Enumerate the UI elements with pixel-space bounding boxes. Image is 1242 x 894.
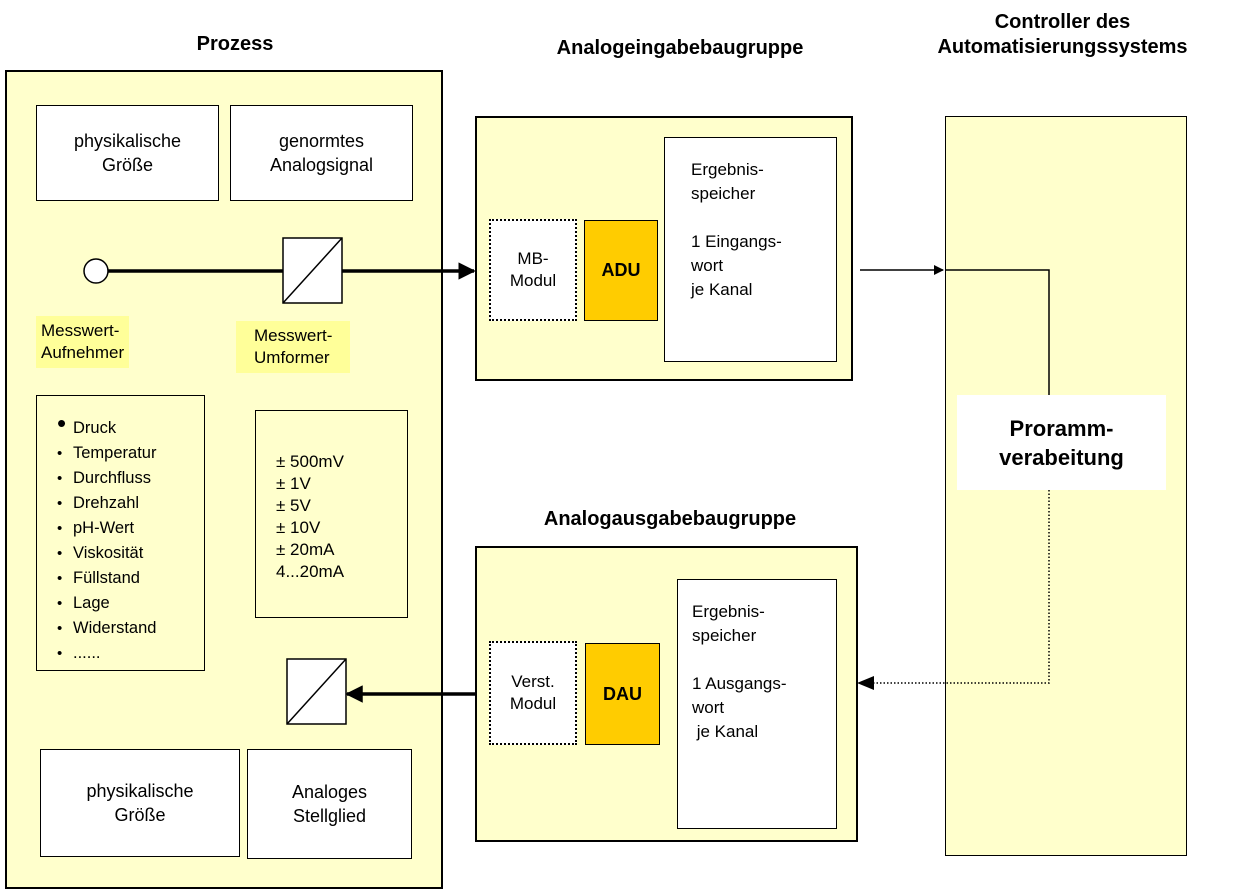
text-line: verabeitung xyxy=(999,444,1124,470)
text-line: Umformer xyxy=(254,348,330,367)
ergebnisspeicher-eingang: Ergebnis- speicher 1 Eingangs- wort je K… xyxy=(664,137,837,362)
text-line: Analogsignal xyxy=(269,155,374,175)
signal-range-item: ± 500mV xyxy=(276,452,344,471)
messwert-aufnehmer-symbol xyxy=(83,258,109,284)
text-line: Modul xyxy=(509,694,557,713)
signal-range-item: ± 5V xyxy=(276,496,311,515)
programmverarbeitung-box: Proramm-verabeitung xyxy=(957,395,1166,490)
text-line: Proramm- xyxy=(1009,415,1114,441)
verst-modul-box: Verst. Modul xyxy=(489,641,577,745)
ergebnisspeicher-ausgang: Ergebnis- speicher 1 Ausgangs- wort je K… xyxy=(677,579,837,829)
text-line: Messwert- xyxy=(41,321,120,340)
label-messwert-aufnehmer: Messwert- Aufnehmer xyxy=(36,316,130,368)
text-line: Aufnehmer xyxy=(41,343,125,362)
text-line: Größe xyxy=(114,805,166,825)
signal-ranges-box: ± 500mV ± 1V ± 5V ± 10V ± 20mA 4...20mA xyxy=(255,410,408,618)
mb-modul-box: MB- Modul xyxy=(489,219,577,321)
title-controller-line2: Automatisierungssystems xyxy=(937,36,1188,58)
label-messwert-umformer: Messwert- Umformer xyxy=(236,321,351,373)
text-line: Stellglied xyxy=(292,806,367,826)
quantity-item: Durchfluss xyxy=(37,466,204,491)
title-controller-line1: Controller des xyxy=(994,11,1131,33)
title-analogeingabebaugruppe: Analogeingabebaugruppe xyxy=(556,37,804,59)
controller-input-line xyxy=(945,269,1050,395)
text-line: physikalische xyxy=(86,781,194,801)
title-prozess: Prozess xyxy=(196,33,274,55)
title-controller: Controller des Automatisierungssystems xyxy=(890,10,1235,60)
signal-range-item: 4...20mA xyxy=(276,562,345,581)
text-line: physikalische xyxy=(73,131,182,151)
signal-ranges-list: ± 500mV ± 1V ± 5V ± 10V ± 20mA 4...20mA xyxy=(276,451,407,583)
quantity-item: Füllstand xyxy=(37,566,204,591)
text-line: Größe xyxy=(101,155,153,175)
arrow-to-analogausgabe-head xyxy=(857,676,874,690)
stellglied-umformer-symbol xyxy=(286,658,347,725)
quantity-item: Druck xyxy=(37,411,204,441)
title-analogausgabebaugruppe: Analogausgabebaugruppe xyxy=(543,508,797,530)
controller-output-line xyxy=(870,490,1050,684)
quantity-item: ...... xyxy=(37,641,204,666)
text-line: Verst. xyxy=(511,672,555,691)
messwert-umformer-symbol xyxy=(282,237,343,304)
adu-converter: ADU xyxy=(584,220,658,321)
quantity-item: Lage xyxy=(37,591,204,616)
quantity-item: Temperatur xyxy=(37,441,204,466)
signal-range-item: ± 20mA xyxy=(276,540,335,559)
quantity-item: Viskosität xyxy=(37,541,204,566)
text-line: Modul xyxy=(509,271,557,290)
quantity-item: Drehzahl xyxy=(37,491,204,516)
text-line: Messwert- xyxy=(254,326,333,345)
dau-converter: DAU xyxy=(585,643,660,745)
text-line: MB- xyxy=(517,249,549,268)
text-line: Analoges xyxy=(291,782,368,802)
physical-quantities-list-box: DruckTemperaturDurchflussDrehzahlpH-Wert… xyxy=(36,395,205,671)
physical-quantities-list: DruckTemperaturDurchflussDrehzahlpH-Wert… xyxy=(37,411,204,666)
signal-range-item: ± 10V xyxy=(276,518,321,537)
quantity-item: Widerstand xyxy=(37,616,204,641)
text-line: genormtes xyxy=(278,131,365,151)
quantity-item: pH-Wert xyxy=(37,516,204,541)
signal-range-item: ± 1V xyxy=(276,474,311,493)
